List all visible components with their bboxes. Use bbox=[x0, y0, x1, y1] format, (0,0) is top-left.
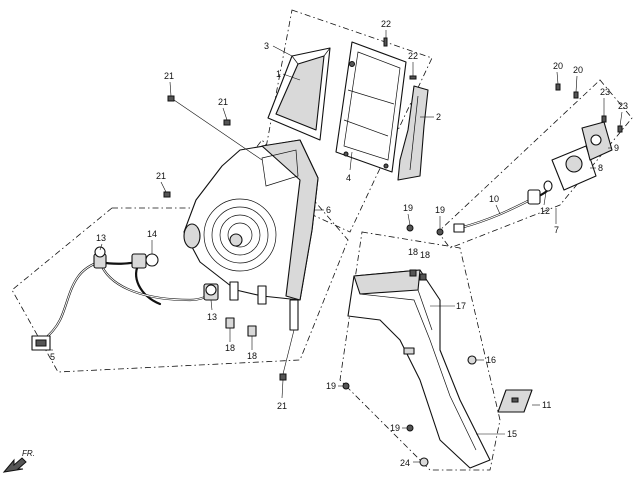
bolt-19-lower bbox=[406, 424, 414, 432]
license-light-lens-8 bbox=[551, 145, 597, 191]
callout-19-right: 19 bbox=[435, 205, 445, 215]
callout-20-b: 20 bbox=[573, 65, 583, 75]
callout-22-lower: 22 bbox=[408, 51, 418, 61]
bulb-socket-14 bbox=[131, 253, 159, 269]
nut-16 bbox=[467, 355, 477, 365]
callout-22-upper: 22 bbox=[381, 19, 391, 29]
callout-23-b: 23 bbox=[618, 101, 628, 111]
callout-17: 17 bbox=[456, 301, 466, 311]
callout-18-c: 18 bbox=[408, 247, 418, 257]
screw-21-a bbox=[167, 95, 175, 102]
callout-8: 8 bbox=[598, 163, 603, 173]
headlight-housing-panel bbox=[335, 41, 407, 173]
side-trim-piece bbox=[397, 85, 429, 181]
bulb-socket-13-lower bbox=[203, 283, 219, 301]
clip-18-d bbox=[419, 273, 427, 281]
callout-11: 11 bbox=[542, 400, 551, 410]
callout-16: 16 bbox=[486, 355, 496, 365]
headlight-cover-left bbox=[267, 47, 331, 141]
callout-7: 7 bbox=[554, 225, 559, 235]
callout-2: 2 bbox=[436, 112, 441, 122]
callout-5: 5 bbox=[50, 352, 55, 362]
callout-19-lower: 19 bbox=[390, 423, 400, 433]
callout-18-b: 18 bbox=[247, 351, 257, 361]
front-direction-arrow bbox=[2, 457, 27, 473]
screw-21-d bbox=[279, 373, 287, 381]
screw-22-lower bbox=[409, 75, 417, 80]
callout-23-a: 23 bbox=[600, 87, 610, 97]
callout-9: 9 bbox=[614, 143, 619, 153]
screw-23-a bbox=[601, 115, 607, 123]
clip-18-b bbox=[247, 325, 257, 337]
headlight-unit bbox=[183, 139, 319, 331]
callout-15: 15 bbox=[507, 429, 517, 439]
callout-21-b: 21 bbox=[218, 97, 228, 107]
callout-10: 10 bbox=[489, 194, 499, 204]
callout-20-a: 20 bbox=[553, 61, 563, 71]
frame-license-light-group bbox=[437, 79, 633, 249]
callout-21-a: 21 bbox=[164, 71, 174, 81]
bolt-19-left bbox=[342, 382, 350, 390]
leader-lines bbox=[40, 30, 623, 463]
callout-labels: 1 2 3 4 5 6 7 8 9 10 11 12 13 13 14 15 1… bbox=[22, 19, 628, 468]
screw-22-upper bbox=[383, 37, 388, 47]
callout-4: 4 bbox=[346, 173, 351, 183]
rear-fender bbox=[347, 269, 491, 469]
callout-19-upper: 19 bbox=[403, 203, 413, 213]
callout-19-left: 19 bbox=[326, 381, 336, 391]
wire-lead-10 bbox=[453, 188, 550, 233]
frame-rear-fender-group bbox=[339, 231, 501, 471]
bolt-19-right bbox=[436, 228, 444, 236]
callout-13-upper: 13 bbox=[96, 233, 106, 243]
screw-23-b bbox=[617, 125, 623, 133]
screw-20-b bbox=[573, 91, 579, 99]
screw-20-a bbox=[555, 83, 561, 91]
license-plate-bracket bbox=[497, 389, 533, 413]
clip-18-a bbox=[225, 317, 235, 329]
callout-18-a: 18 bbox=[225, 343, 235, 353]
clip-18-c bbox=[409, 269, 417, 277]
screw-21-b bbox=[223, 119, 231, 126]
callout-24: 24 bbox=[400, 458, 410, 468]
wiring-harness bbox=[31, 260, 214, 351]
callout-12: 12 bbox=[540, 206, 550, 216]
callout-21-d: 21 bbox=[277, 401, 287, 411]
license-light-cover-9 bbox=[581, 121, 613, 161]
callout-13-lower: 13 bbox=[207, 312, 217, 322]
callout-14: 14 bbox=[147, 229, 157, 239]
bulb-12 bbox=[543, 180, 553, 192]
callout-18-d: 18 bbox=[420, 250, 430, 260]
bulb-socket-13-upper bbox=[93, 246, 107, 269]
callout-21-c: 21 bbox=[156, 171, 166, 181]
callout-1: 1 bbox=[276, 69, 281, 79]
bolt-19-upper bbox=[406, 224, 414, 232]
screw-21-c bbox=[163, 191, 171, 198]
front-direction-label: FR. bbox=[22, 449, 35, 458]
callout-3: 3 bbox=[264, 41, 269, 51]
callout-6: 6 bbox=[326, 205, 331, 215]
nut-24 bbox=[419, 457, 429, 467]
